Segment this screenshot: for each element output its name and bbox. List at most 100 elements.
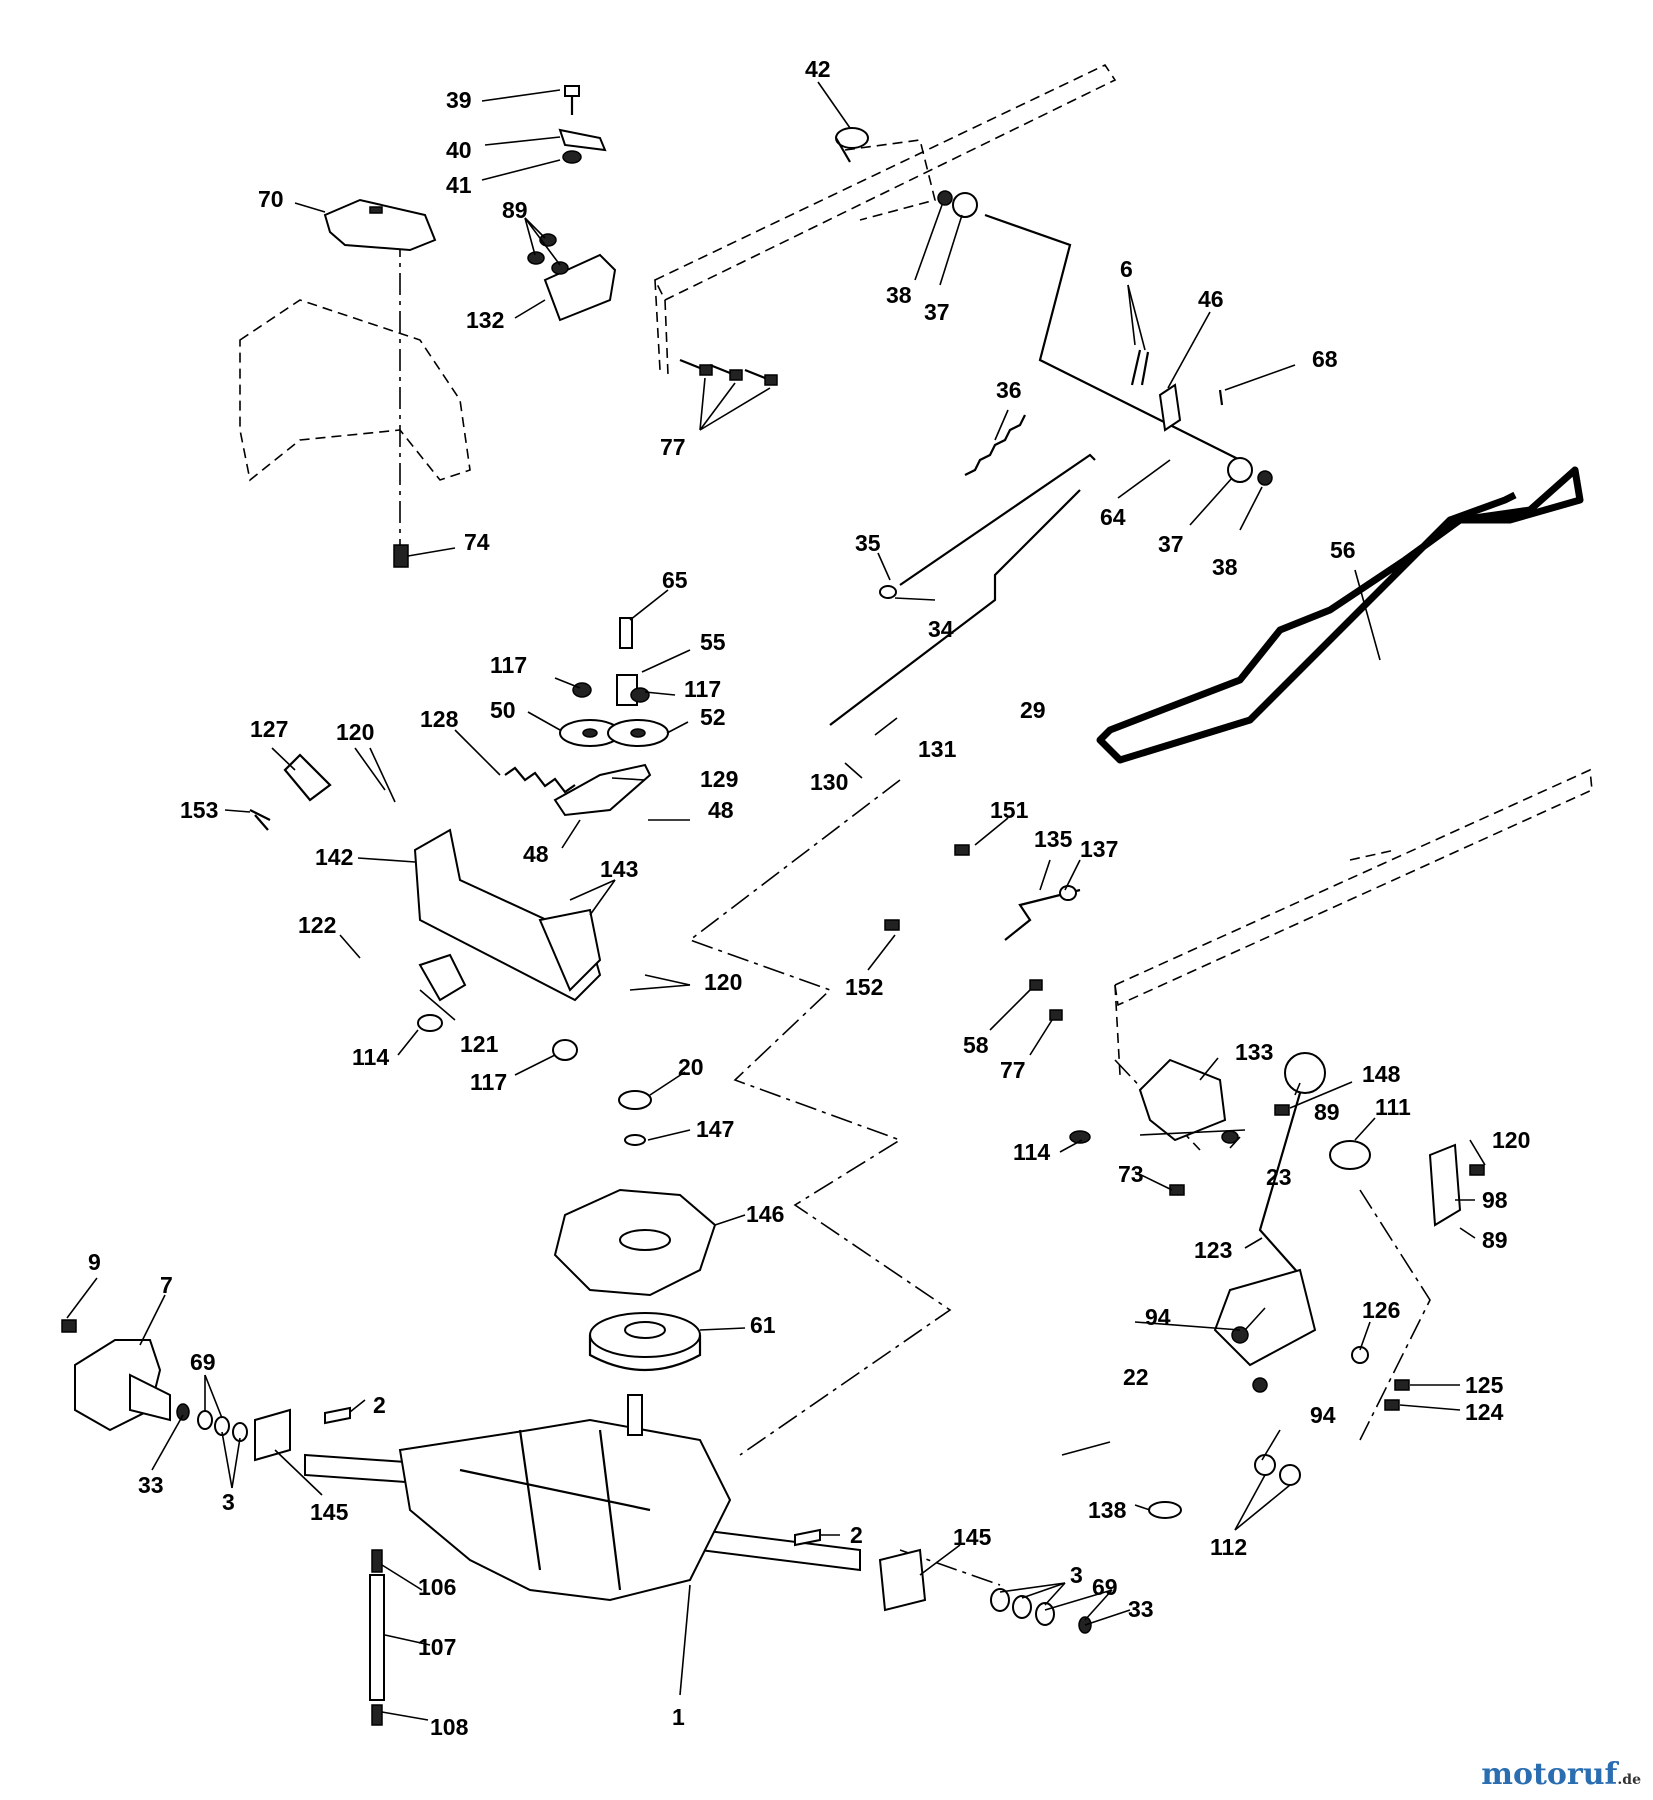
callout-labels: 39 40 41 42 70 89 132 77 38 37 6 46 68 3… — [88, 56, 1530, 1740]
hub-7 — [61, 1319, 171, 1432]
callout-146: 146 — [746, 1201, 784, 1227]
spacer-42 — [835, 127, 869, 163]
fender-outline — [239, 299, 471, 482]
bolts-77 — [679, 358, 778, 386]
frame-rail-lower — [1114, 768, 1593, 1076]
callout-64: 64 — [1100, 504, 1126, 530]
keys-2 — [324, 1406, 821, 1547]
callout-132: 132 — [466, 307, 504, 333]
callout-20: 20 — [678, 1054, 704, 1080]
callout-42: 42 — [805, 56, 831, 82]
callout-48b: 48 — [523, 841, 549, 867]
watermark-brand: motoruf — [1481, 1757, 1618, 1792]
drive-belt-56 — [1096, 466, 1584, 764]
spring-36 — [964, 414, 1026, 476]
callout-48a: 48 — [708, 797, 734, 823]
spacer-111 — [1329, 1140, 1371, 1170]
bracket-133 — [1029, 979, 1290, 1196]
callout-111: 111 — [1375, 1094, 1411, 1120]
callout-98: 98 — [1482, 1187, 1508, 1213]
callout-153: 153 — [180, 797, 218, 823]
callout-37a: 37 — [924, 299, 950, 325]
callout-148: 148 — [1362, 1061, 1401, 1087]
callout-77a: 77 — [660, 434, 686, 460]
clip-40 — [558, 128, 607, 152]
callout-56: 56 — [1330, 537, 1356, 563]
callout-33b: 33 — [1128, 1596, 1154, 1622]
callout-120b: 120 — [704, 969, 742, 995]
washers-right — [878, 1548, 1092, 1634]
callout-143: 143 — [600, 856, 638, 882]
pulley-61 — [588, 1312, 702, 1371]
callout-46: 46 — [1198, 286, 1224, 312]
callout-89b: 89 — [1314, 1099, 1340, 1125]
callout-120a: 120 — [336, 719, 374, 745]
callout-89a: 89 — [502, 197, 528, 223]
rod-107 — [369, 1549, 385, 1726]
callout-35: 35 — [855, 530, 881, 556]
callout-125: 125 — [1465, 1372, 1504, 1398]
washers-left — [176, 1403, 291, 1462]
callout-3b: 3 — [1070, 1562, 1083, 1588]
callout-120c: 120 — [1492, 1127, 1530, 1153]
callout-117a: 117 — [490, 652, 527, 678]
callout-9: 9 — [88, 1249, 101, 1275]
callout-3a: 3 — [222, 1489, 235, 1515]
callout-130: 130 — [810, 769, 848, 795]
callout-73: 73 — [1118, 1161, 1144, 1187]
callout-50: 50 — [490, 697, 516, 723]
callout-106: 106 — [418, 1574, 456, 1600]
callout-107: 107 — [418, 1634, 456, 1660]
callout-128: 128 — [420, 706, 459, 732]
callout-124: 124 — [1465, 1399, 1504, 1425]
callout-94b: 94 — [1310, 1402, 1336, 1428]
callout-70: 70 — [258, 186, 284, 212]
idler-pulleys — [553, 617, 669, 817]
leader-lines — [66, 81, 1486, 1721]
callout-6: 6 — [1120, 256, 1133, 282]
callout-126: 126 — [1362, 1297, 1400, 1323]
pin-127 — [283, 753, 332, 802]
callout-7: 7 — [160, 1272, 173, 1298]
pulley-stack — [618, 1090, 652, 1146]
bracket-142 — [413, 828, 602, 1002]
callout-94a: 94 — [1145, 1304, 1171, 1330]
callout-1: 1 — [672, 1704, 685, 1730]
callout-89c: 89 — [1482, 1227, 1508, 1253]
callout-114a: 114 — [352, 1044, 389, 1070]
callout-65: 65 — [662, 567, 688, 593]
callout-39: 39 — [446, 87, 472, 113]
callout-131: 131 — [918, 736, 957, 762]
callout-114b: 114 — [1013, 1139, 1050, 1165]
assembly-lines — [399, 235, 1431, 1586]
callout-133: 133 — [1235, 1039, 1273, 1065]
rod-35-29 — [829, 453, 1096, 726]
callout-151: 151 — [990, 797, 1029, 823]
clip-153 — [249, 809, 271, 831]
callout-2b: 2 — [850, 1522, 863, 1548]
callout-34: 34 — [928, 616, 954, 642]
callout-145b: 145 — [953, 1524, 992, 1550]
watermark-logo: motoruf.de — [1481, 1757, 1641, 1792]
callout-135: 135 — [1034, 826, 1073, 852]
callout-23: 23 — [1266, 1164, 1292, 1190]
callout-69a: 69 — [190, 1349, 216, 1375]
bolt-39 — [564, 85, 580, 115]
callout-68: 68 — [1312, 346, 1338, 372]
pins-6 — [1130, 349, 1150, 386]
callout-52: 52 — [700, 704, 726, 730]
callout-2a: 2 — [373, 1392, 386, 1418]
callout-29: 29 — [1020, 697, 1046, 723]
callout-55: 55 — [700, 629, 726, 655]
callout-58: 58 — [963, 1032, 989, 1058]
callout-152: 152 — [845, 974, 883, 1000]
callout-38a: 38 — [886, 282, 912, 308]
frame-rail-upper — [653, 63, 1117, 376]
callout-38b: 38 — [1212, 554, 1238, 580]
callout-40: 40 — [446, 137, 472, 163]
callout-37b: 37 — [1158, 531, 1184, 557]
callout-33a: 33 — [138, 1472, 164, 1498]
spring-128 — [504, 766, 576, 794]
callout-142: 142 — [315, 844, 353, 870]
